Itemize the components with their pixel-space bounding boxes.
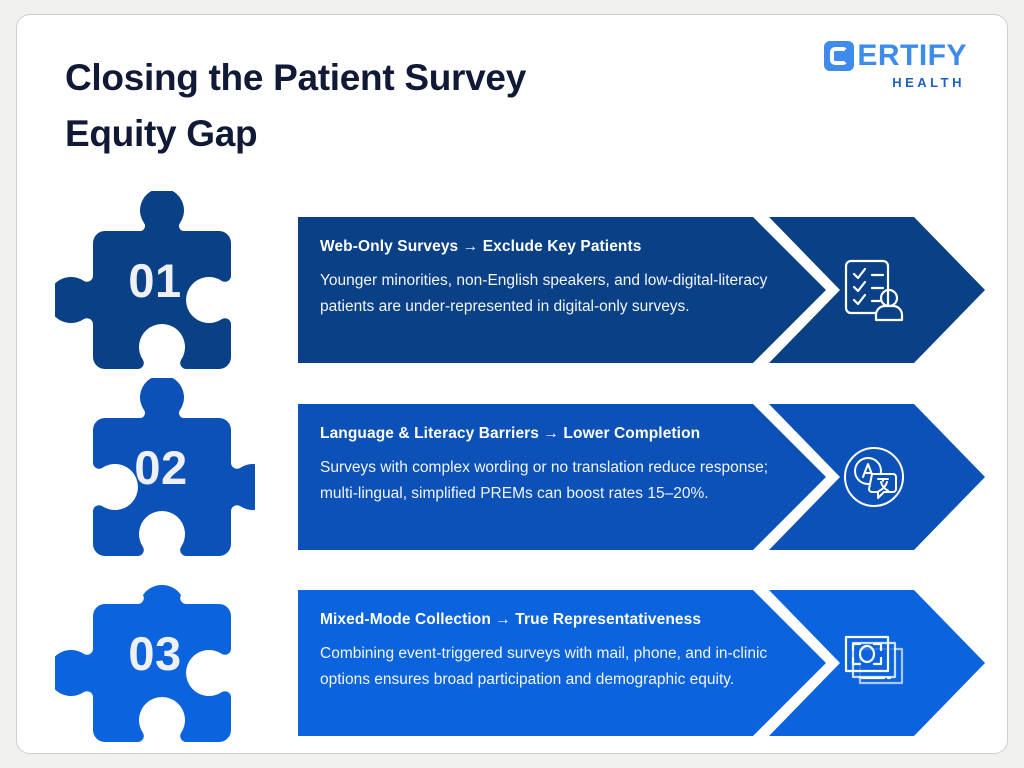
puzzle-piece-03: 03	[55, 564, 255, 742]
step-row-2: 02 Language & Literacy Barriers → Lower …	[17, 378, 1007, 556]
translation-speech-bubbles-icon	[838, 441, 910, 513]
banner-text-block	[298, 404, 826, 550]
logo-row: ERTIFY	[787, 41, 967, 71]
banner-title: Web-Only Surveys → Exclude Key Patients	[320, 238, 642, 255]
step-banner-2: Language & Literacy Barriers → Lower Com…	[298, 404, 1007, 550]
banner-title: Language & Literacy Barriers → Lower Com…	[320, 425, 701, 442]
step-banner-1: Web-Only Surveys → Exclude Key Patients …	[298, 217, 1007, 363]
banner-title: Mixed-Mode Collection → True Representat…	[320, 611, 702, 628]
step-banner-3: Mixed-Mode Collection → True Representat…	[298, 590, 1007, 736]
banner-body: Surveys with complex wording or no trans…	[320, 459, 769, 502]
banner-body: Younger minorities, non-English speakers…	[320, 272, 768, 315]
stacked-cards-focus-icon	[838, 627, 910, 699]
puzzle-piece-01: 01	[55, 191, 255, 369]
page-title: Closing the Patient Survey Equity Gap	[65, 57, 526, 154]
puzzle-piece-02: 02	[55, 378, 255, 556]
puzzle-shape	[55, 584, 231, 742]
logo-wordmark: ERTIFY	[857, 39, 967, 72]
banner-text-block	[298, 590, 826, 736]
puzzle-shape	[55, 191, 231, 369]
logo-tagline: HEALTH	[892, 75, 965, 90]
step-row-3: 03 Mixed-Mode Collection → True Represen…	[17, 564, 1007, 742]
banner-text-3: Mixed-Mode Collection → True Representat…	[320, 610, 770, 692]
infographic-card: Closing the Patient Survey Equity Gap ER…	[16, 14, 1008, 754]
banner-text-2: Language & Literacy Barriers → Lower Com…	[320, 424, 770, 506]
banner-arrow-head	[769, 217, 985, 363]
banner-body: Combining event-triggered surveys with m…	[320, 645, 768, 688]
brand-logo: ERTIFY HEALTH	[787, 41, 967, 103]
puzzle-shape	[93, 378, 255, 556]
step-row-1: 01 Web-Only Surveys → Exclude Key Patien…	[17, 191, 1007, 369]
survey-checklist-person-icon	[838, 254, 910, 326]
banner-text-block	[298, 217, 826, 363]
certify-c-mark-icon	[824, 41, 855, 71]
banner-text-1: Web-Only Surveys → Exclude Key Patients …	[320, 237, 770, 319]
